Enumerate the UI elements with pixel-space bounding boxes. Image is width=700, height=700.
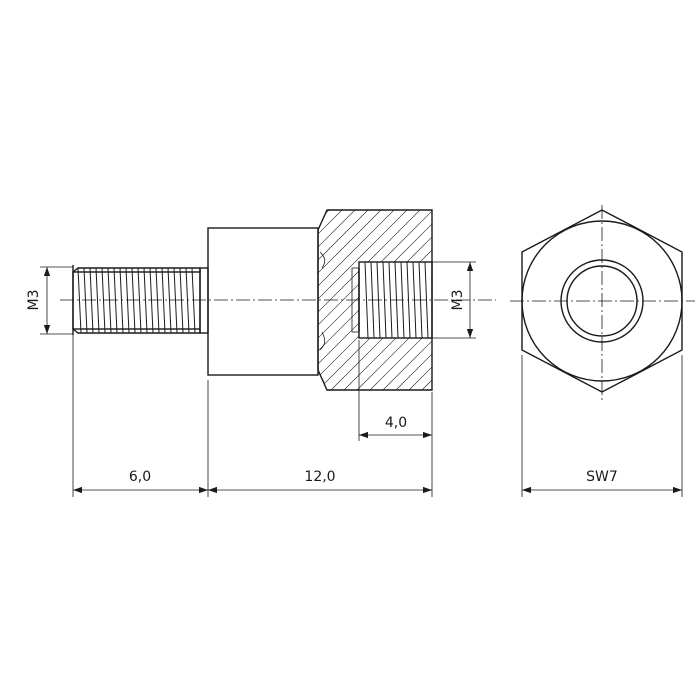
side-view xyxy=(60,209,496,391)
label-outer-thread: M3 xyxy=(26,290,42,311)
dimension-lines: 6,0 12,0 4,0 SW7 M3 M3 xyxy=(26,261,683,497)
external-thread-pin xyxy=(72,265,209,335)
label-inner-thread: M3 xyxy=(450,290,466,311)
pin-thread-lines xyxy=(77,267,196,334)
label-pin-length: 6,0 xyxy=(129,469,151,485)
cylinder-body xyxy=(207,227,319,376)
label-thread-depth: 4,0 xyxy=(385,415,407,431)
label-hex-width: SW7 xyxy=(586,469,618,485)
end-view xyxy=(510,205,695,400)
label-body-length: 12,0 xyxy=(304,469,335,485)
bore-thread-lines xyxy=(364,261,429,339)
